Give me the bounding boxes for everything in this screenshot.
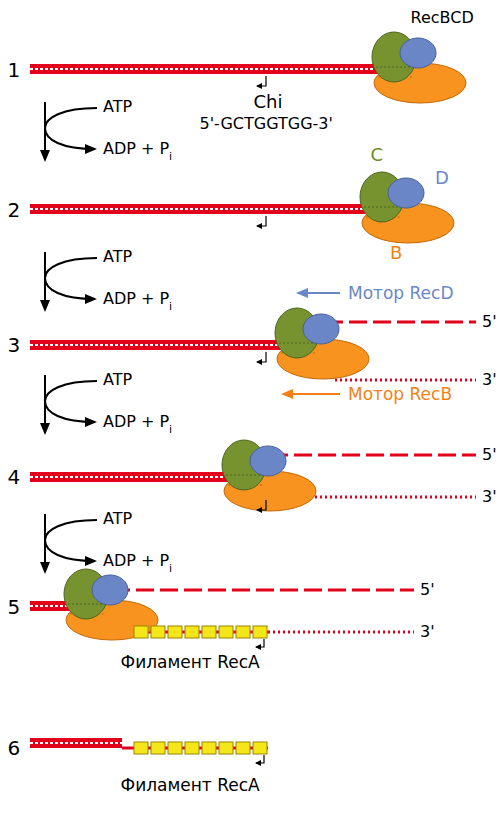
product: ADP + P: [103, 553, 169, 569]
recbcd-enzyme: [222, 440, 316, 511]
strand-end: 3': [420, 624, 435, 640]
strand-end: 5': [420, 582, 435, 598]
strand-end: 5': [482, 314, 497, 330]
subscript: i: [169, 563, 172, 574]
site-sequence: 5'-GCTGGTGG-3': [200, 116, 333, 132]
single-strand-5: [270, 454, 476, 457]
subscript: i: [169, 424, 172, 435]
site-name: Chi: [254, 93, 283, 111]
reaction-arrow: [45, 102, 97, 572]
product: ADP + P: [103, 414, 169, 430]
chi-mark: [257, 352, 266, 362]
single-strand-3: [268, 631, 414, 634]
subscript: i: [169, 151, 172, 162]
filament-label: Филамент RecA: [121, 777, 260, 794]
dna-duplex: [30, 64, 402, 74]
recbcd-enzyme: [372, 32, 466, 103]
step-number: 1: [8, 60, 21, 80]
single-strand-5: [112, 589, 414, 592]
dna-duplex: [30, 340, 292, 350]
strand-end: 3': [482, 372, 497, 388]
dna-duplex: [30, 738, 122, 748]
subunit-label: D: [435, 169, 449, 187]
recbcd-enzyme: [275, 308, 369, 379]
chi-mark: [257, 76, 266, 86]
motor-label: Мотор RecB: [348, 386, 452, 403]
reactant: ATP: [103, 249, 132, 265]
product: ADP + P: [103, 291, 169, 307]
step-number: 4: [8, 467, 21, 487]
dna-duplex: [30, 472, 240, 482]
dna-duplex: [30, 204, 392, 214]
chi-mark: [256, 755, 264, 763]
filament-label: Филамент RecA: [121, 654, 260, 671]
motor-arrow: [298, 292, 340, 294]
chi-mark: [257, 500, 266, 510]
chi-mark: [256, 639, 264, 647]
motor-arrow: [283, 393, 340, 395]
protein-name: RecBCD: [411, 10, 474, 26]
reactant: ATP: [103, 511, 132, 527]
product: ADP + P: [103, 141, 169, 157]
step-number: 6: [8, 738, 21, 758]
subscript: i: [169, 301, 172, 312]
subunit-label: C: [371, 146, 384, 164]
step-number: 2: [8, 200, 21, 220]
reactant: ATP: [103, 372, 132, 388]
single-strand-5: [325, 321, 476, 324]
strand-end: 5': [482, 447, 497, 463]
single-strand-3: [335, 379, 476, 382]
chi-mark: [257, 216, 266, 226]
subunit-label: B: [390, 244, 402, 262]
step-number: 5: [8, 597, 21, 617]
reca-filament: [134, 626, 267, 638]
step-number: 3: [8, 335, 21, 355]
reactant: ATP: [103, 99, 132, 115]
motor-label: Мотор RecD: [348, 285, 454, 302]
reca-filament: [134, 742, 267, 754]
recbcd-enzyme: [64, 569, 158, 640]
strand-end: 3': [482, 489, 497, 505]
